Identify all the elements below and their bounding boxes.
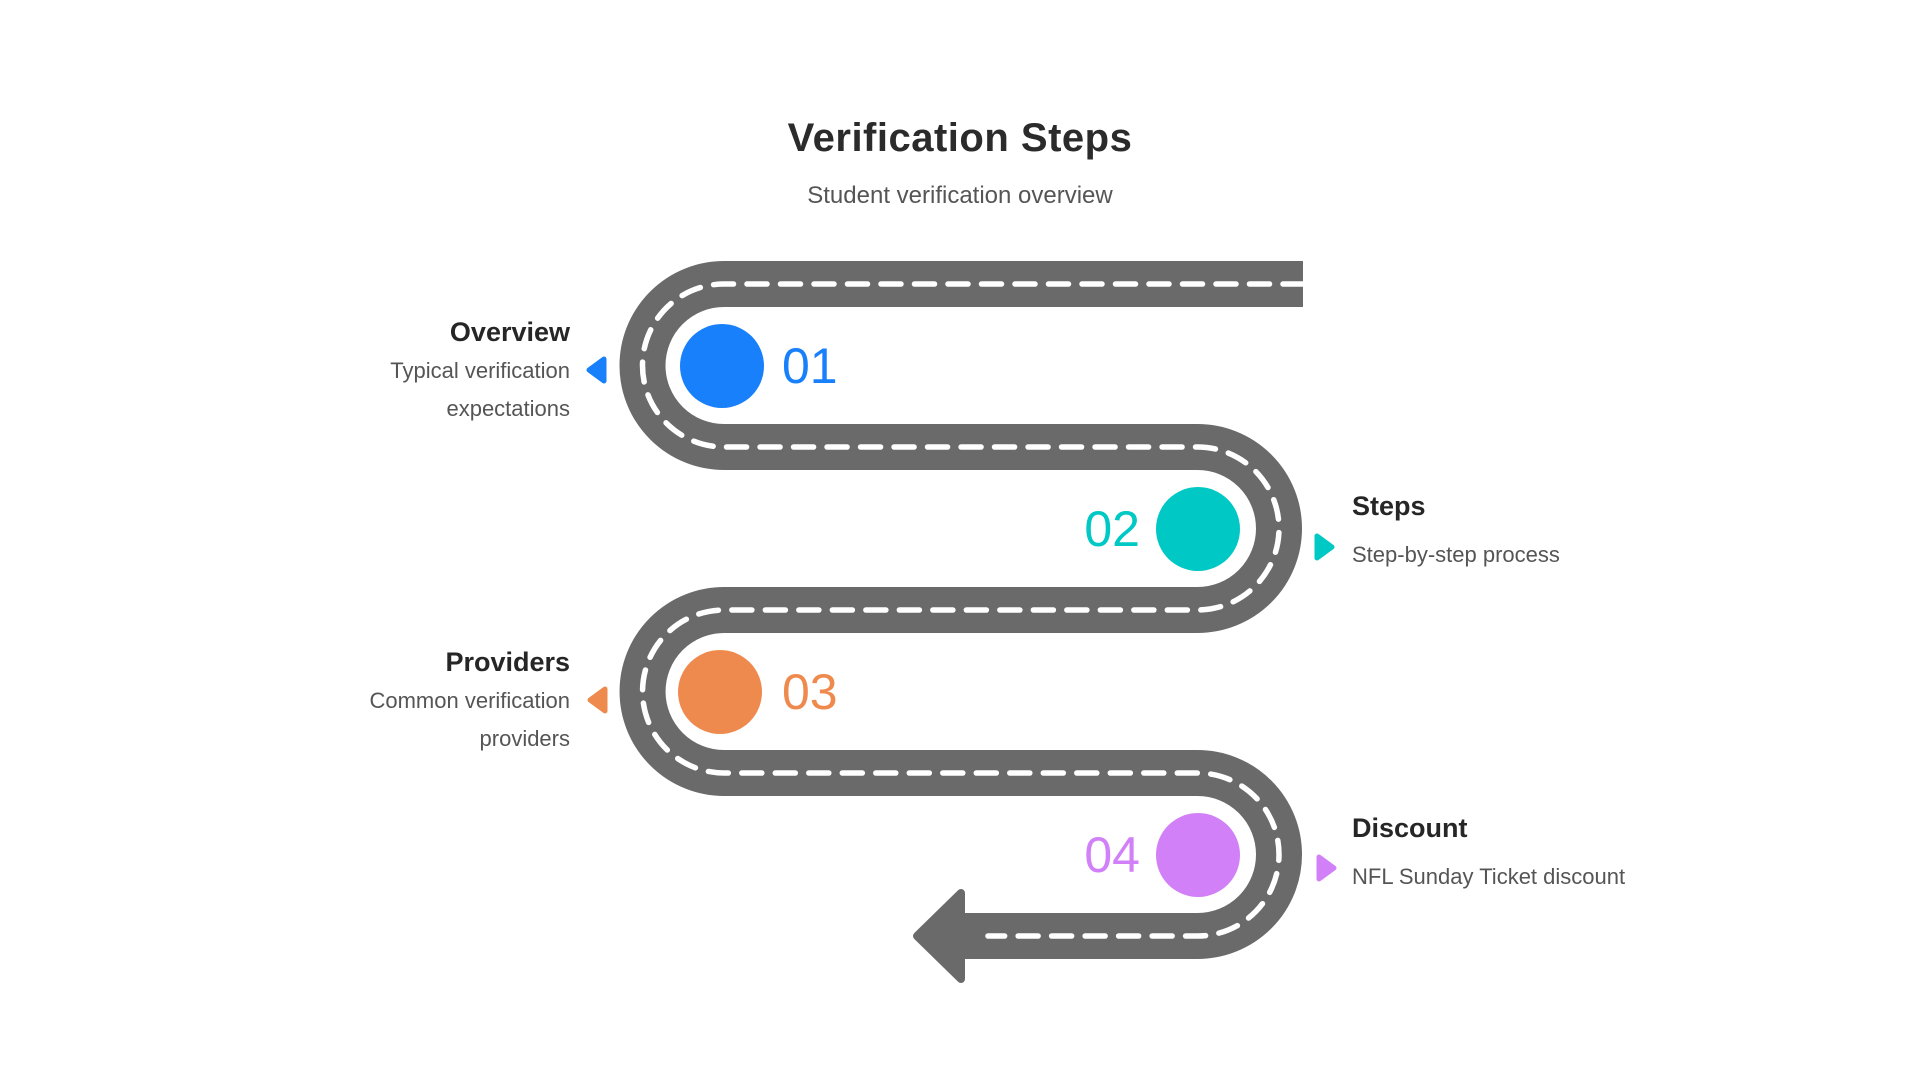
step-4-pointer-icon <box>1316 854 1337 882</box>
step-2-pointer-icon <box>1314 533 1335 561</box>
step-1-pointer-shape <box>586 356 607 384</box>
step-2-marker <box>1156 487 1240 571</box>
step-3-description: Common verification providers <box>369 688 570 751</box>
step-4-number: 04 <box>1084 827 1140 883</box>
step-3-pointer-icon <box>587 686 608 714</box>
step-1-description: Typical verification expectations <box>390 358 570 421</box>
step-2-description: Step-by-step process <box>1352 542 1560 567</box>
step-2-number: 02 <box>1084 501 1140 557</box>
step-3-marker <box>678 650 762 734</box>
step-2-label: Steps <box>1352 491 1426 521</box>
step-1-marker <box>680 324 764 408</box>
step-4-label: Discount <box>1352 813 1468 843</box>
page-subtitle: Student verification overview <box>807 182 1113 209</box>
step-2-text-block: Steps Step-by-step process <box>1352 490 1682 574</box>
step-1-text-block: Overview Typical verification expectatio… <box>310 316 570 428</box>
road-center-dash-line <box>639 281 1306 939</box>
step-4-marker <box>1156 813 1240 897</box>
step-1-label: Overview <box>449 317 570 347</box>
step-3-number: 03 <box>782 664 838 720</box>
step-3-label: Providers <box>445 647 570 677</box>
step-3-pointer-shape <box>587 686 608 714</box>
step-1-number: 01 <box>782 338 838 394</box>
step-4-pointer-shape <box>1316 854 1337 882</box>
step-3-text-block: Providers Common verification providers <box>310 646 570 758</box>
step-1-pointer-icon <box>586 356 607 384</box>
road-arrowhead-icon <box>913 889 965 983</box>
page-title: Verification Steps <box>787 116 1133 160</box>
step-4-description: NFL Sunday Ticket discount <box>1352 864 1626 889</box>
step-4-text-block: Discount NFL Sunday Ticket discount <box>1352 812 1682 896</box>
step-2-pointer-shape <box>1314 533 1335 561</box>
